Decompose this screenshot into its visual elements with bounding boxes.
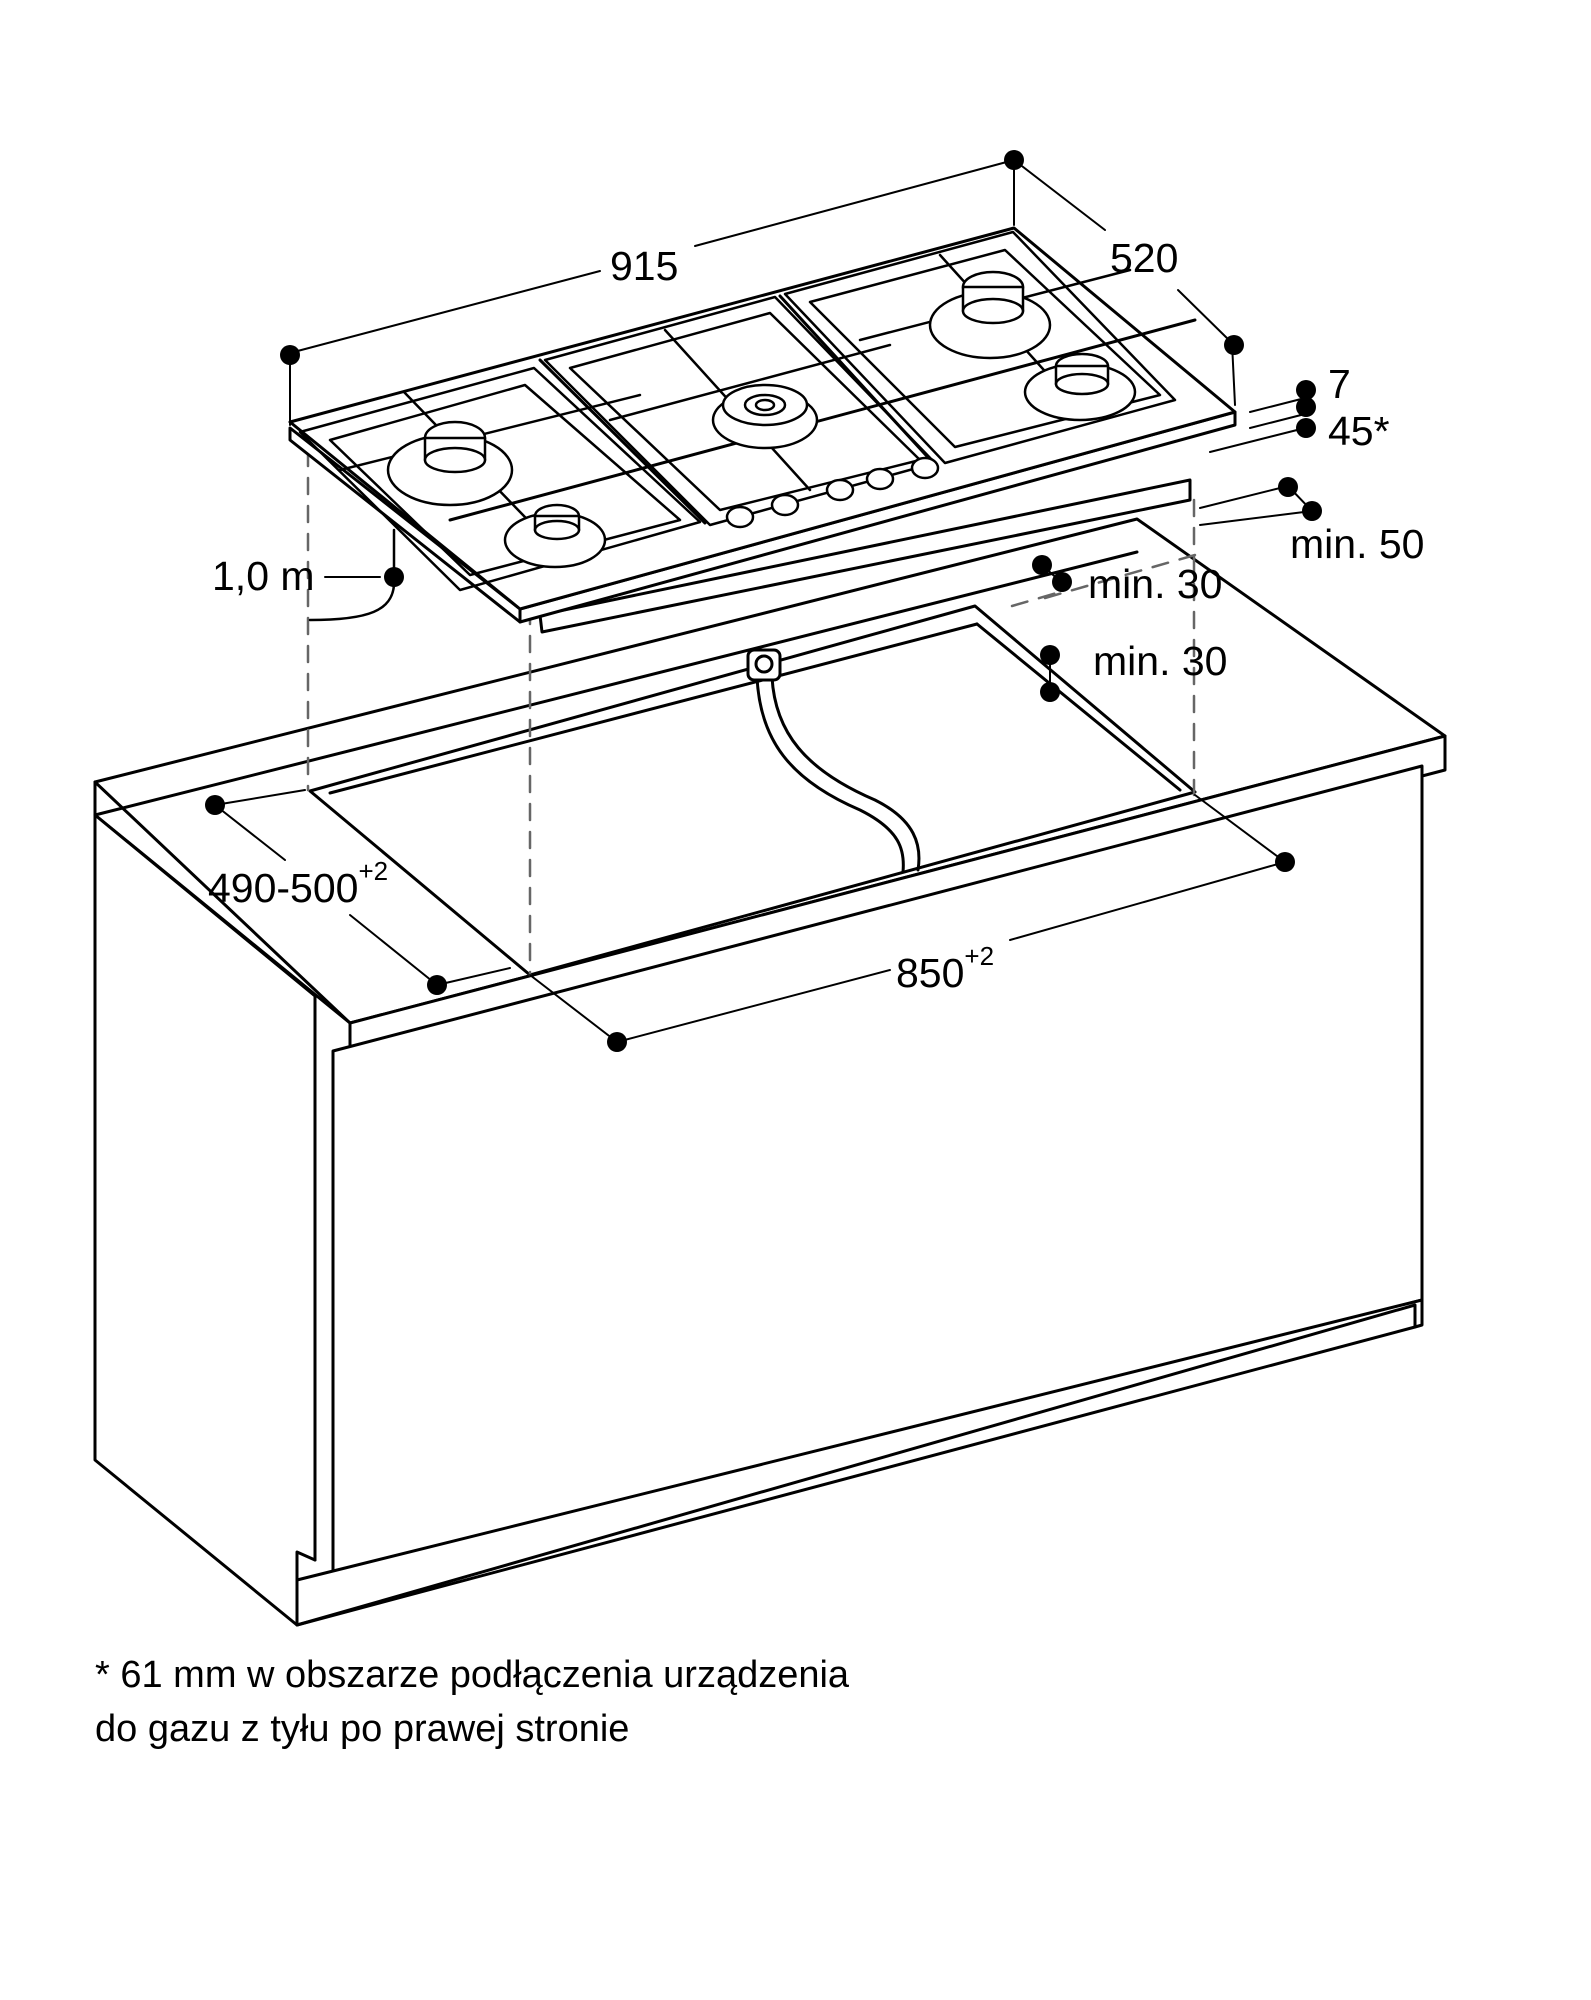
burner-right-rear	[928, 270, 1052, 360]
label-cutout-width: 850+2	[896, 941, 994, 996]
label-cable-length: 1,0 m	[212, 553, 315, 599]
footnote: * 61 mm w obszarze podłączenia urządzeni…	[95, 1648, 1395, 1756]
dimension-dots	[205, 150, 1322, 1052]
label-side-clearance-top: min. 30	[1088, 561, 1222, 607]
knob-4	[865, 467, 895, 491]
burner-left-front	[503, 503, 607, 569]
cutout-depth-tolerance: +2	[358, 856, 388, 886]
knob-2	[770, 493, 800, 517]
dimension-labels: 915 520 7 45* min. 50 min. 30 min. 30 1,…	[208, 235, 1424, 996]
cooktop	[288, 226, 1237, 634]
footnote-line-1: * 61 mm w obszarze podłączenia urządzeni…	[95, 1654, 850, 1696]
label-thickness-top: 7	[1328, 361, 1351, 407]
cutout-inner-left	[328, 622, 979, 795]
label-rear-clearance: min. 50	[1290, 521, 1424, 567]
cooktop-underbody	[538, 478, 1192, 634]
gas-hose	[755, 675, 905, 874]
plinth-bottom	[295, 1325, 1417, 1627]
power-cable	[308, 528, 396, 622]
cutout-inner-right	[975, 622, 1182, 792]
label-depth: 520	[1110, 235, 1178, 281]
gas-connector-nut	[746, 648, 782, 682]
burner-right-front	[1023, 352, 1137, 422]
cutout-width-value: 850	[896, 950, 964, 996]
label-cutout-depth: 490-500+2	[208, 856, 388, 911]
control-strip-edge	[448, 318, 1197, 522]
label-thickness-bottom: 45*	[1328, 408, 1390, 454]
burner-center-wok	[711, 383, 819, 450]
cutout-width-tolerance: +2	[964, 941, 994, 971]
gas-hose-inner	[770, 675, 921, 872]
label-width: 915	[610, 243, 678, 289]
burner-left-rear	[386, 420, 514, 507]
knob-3	[825, 478, 855, 502]
knob-1	[725, 505, 755, 529]
projection-lines	[306, 448, 1197, 977]
knob-5	[910, 456, 940, 480]
footnote-line-2: do gazu z tyłu po prawej stronie	[95, 1708, 630, 1750]
cutout-depth-value: 490-500	[208, 865, 358, 911]
gas-connector-hole	[754, 654, 774, 674]
cabinet-left-side	[93, 813, 317, 1627]
cabinet	[93, 517, 1447, 1627]
control-knobs	[725, 456, 940, 529]
zone-divider-left	[538, 358, 707, 525]
label-side-clearance-cut: min. 30	[1093, 638, 1227, 684]
